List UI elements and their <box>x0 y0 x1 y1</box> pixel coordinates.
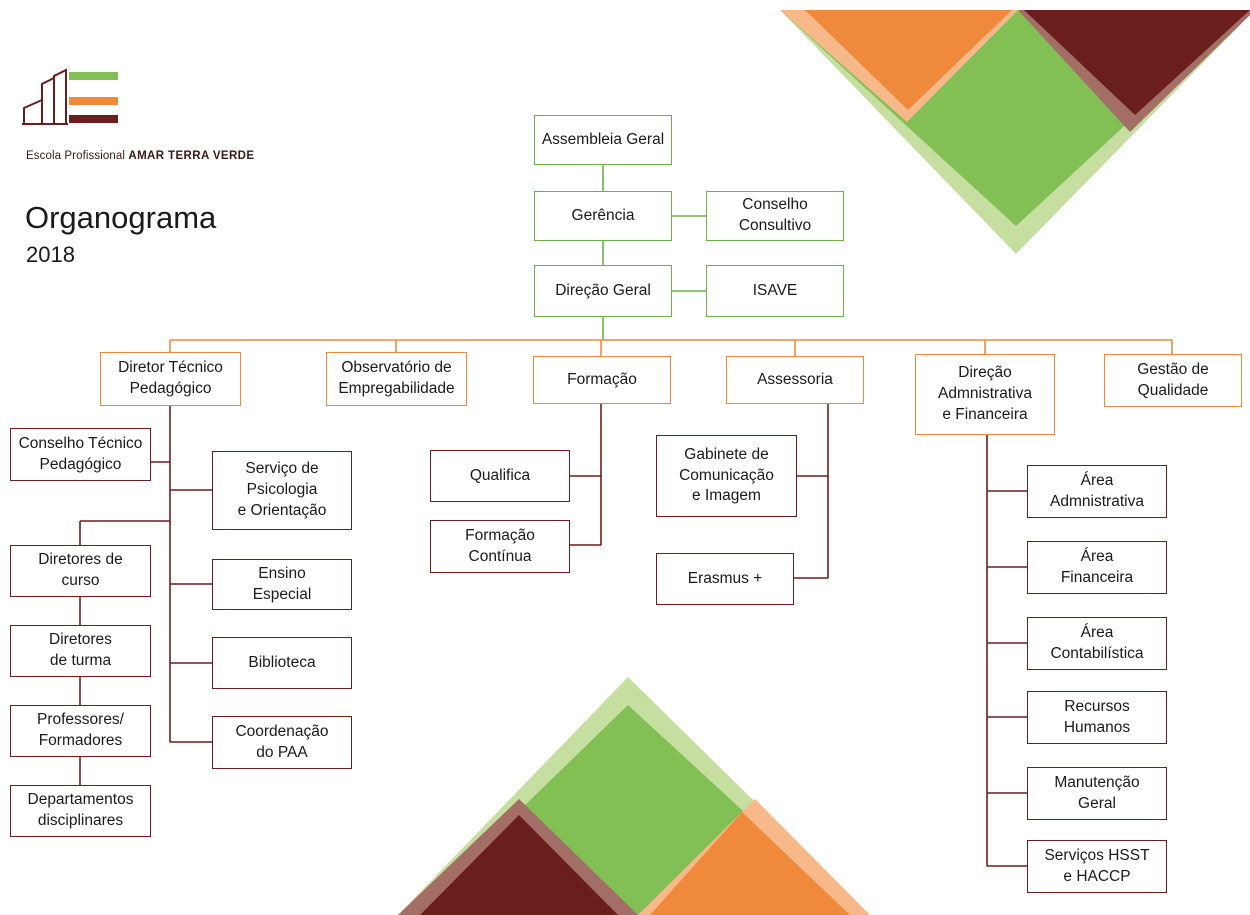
node-conselho-tecnico-pedagogico: Conselho Técnico Pedagógico <box>10 428 151 481</box>
page-title: Organograma <box>25 200 217 235</box>
school-brand: AMAR TERRA VERDE <box>128 150 255 162</box>
node-assembleia-geral: Assembleia Geral <box>534 115 672 165</box>
node-assessoria: Assessoria <box>726 356 864 404</box>
node-servico-psicologia: Serviço de Psicologia e Orientação <box>212 451 352 530</box>
node-formacao: Formação <box>533 356 671 404</box>
node-erasmus: Erasmus + <box>656 553 794 605</box>
node-qualifica: Qualifica <box>430 450 570 502</box>
node-professores-formadores: Professores/ Formadores <box>10 705 151 757</box>
node-departamentos-disciplinares: Departamentos disciplinares <box>10 785 151 837</box>
node-diretores-curso: Diretores de curso <box>10 545 151 597</box>
school-name: Escola Profissional AMAR TERRA VERDE <box>26 150 254 162</box>
bottom-center-decoration <box>398 677 870 915</box>
node-servicos-hsst: Serviços HSST e HACCP <box>1027 840 1167 893</box>
node-area-financeira: Área Financeira <box>1027 541 1167 594</box>
node-gestao-qualidade: Gestão de Qualidade <box>1104 354 1242 407</box>
node-diretor-tecnico-pedagogico: Diretor Técnico Pedagógico <box>100 352 241 406</box>
node-gerencia: Gerência <box>534 191 672 241</box>
node-manutencao-geral: Manutenção Geral <box>1027 767 1167 820</box>
node-isave: ISAVE <box>706 265 844 317</box>
node-direcao-administrativa-financeira: Direção Admnistrativa e Financeira <box>915 354 1055 435</box>
school-logo-icon <box>22 68 118 125</box>
node-biblioteca: Biblioteca <box>212 637 352 689</box>
node-diretores-turma: Diretores de turma <box>10 625 151 677</box>
node-ensino-especial: Ensino Especial <box>212 559 352 610</box>
node-gabinete-comunicacao: Gabinete de Comunicação e Imagem <box>656 435 797 517</box>
node-observatorio-empregabilidade: Observatório de Empregabilidade <box>326 352 467 406</box>
node-recursos-humanos: Recursos Humanos <box>1027 691 1167 744</box>
node-area-contabilistica: Área Contabilística <box>1027 617 1167 670</box>
node-direcao-geral: Direção Geral <box>534 265 672 317</box>
page-year: 2018 <box>26 242 75 267</box>
school-prefix: Escola Profissional <box>26 150 126 162</box>
top-right-decoration <box>780 10 1250 254</box>
node-formacao-continua: Formação Contínua <box>430 520 570 573</box>
node-conselho-consultivo: Conselho Consultivo <box>706 191 844 241</box>
node-area-administrativa: Área Admnistrativa <box>1027 465 1167 518</box>
node-coordenacao-paa: Coordenação do PAA <box>212 716 352 769</box>
